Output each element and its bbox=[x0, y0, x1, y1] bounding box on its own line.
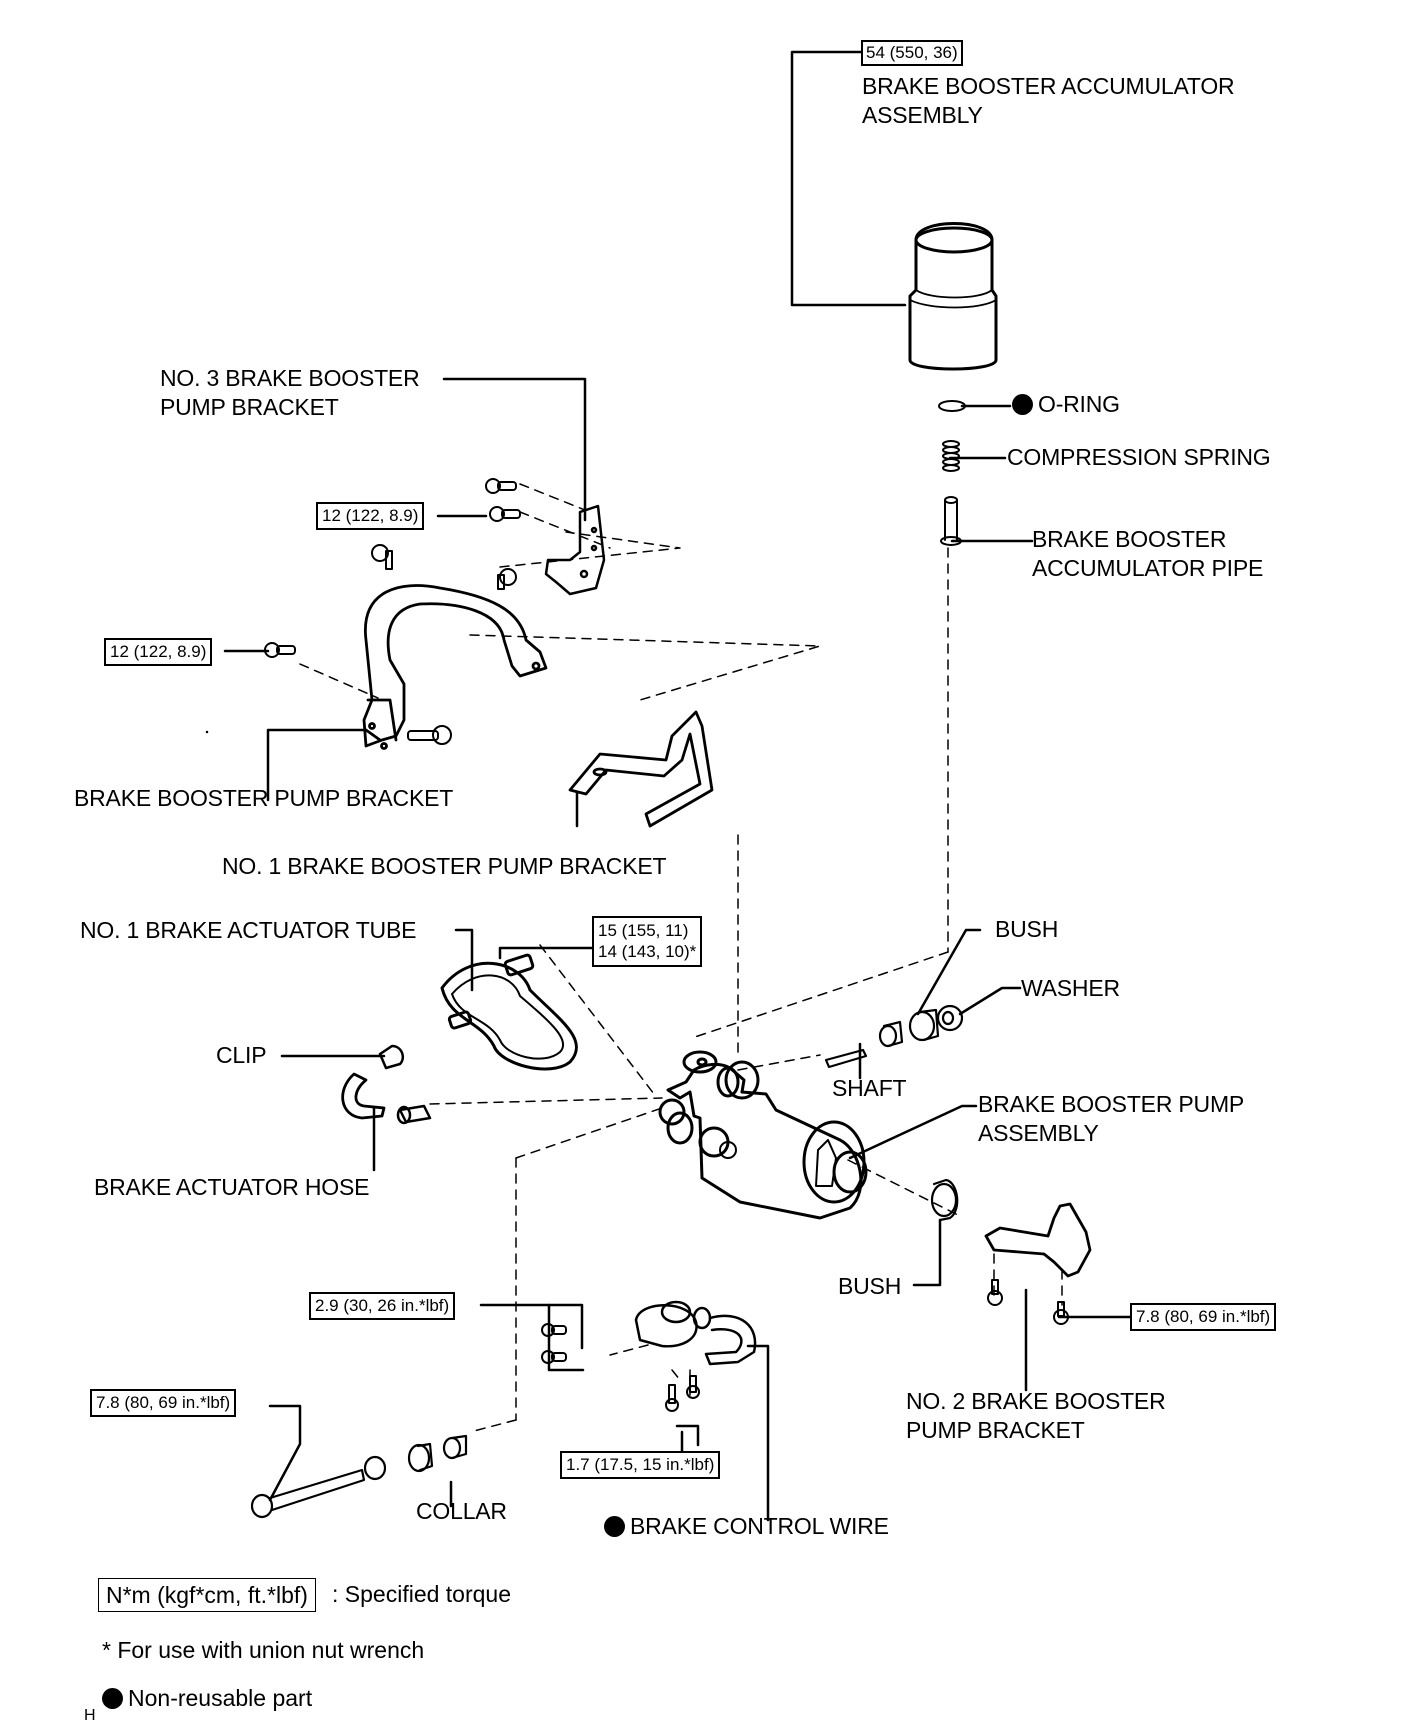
label-pump-bracket: BRAKE BOOSTER PUMP BRACKET bbox=[74, 785, 454, 811]
label-pump-assembly-line1: BRAKE BOOSTER PUMP bbox=[978, 1091, 1245, 1117]
label-no2-bracket-line2: PUMP BRACKET bbox=[906, 1417, 1085, 1443]
label-bush-upper: BUSH bbox=[995, 916, 1059, 942]
accumulator-pipe-drawing bbox=[940, 496, 962, 546]
label-accumulator-pipe-line1: BRAKE BOOSTER bbox=[1032, 526, 1227, 552]
torque-pump-bracket-bolt: 12 (122, 8.9) bbox=[104, 638, 213, 666]
shaft-bush-washer-drawings bbox=[824, 1004, 964, 1222]
actuator-tube-drawing bbox=[440, 953, 578, 1071]
compression-spring-drawing bbox=[942, 440, 960, 472]
long-bolt-collar-drawing bbox=[250, 1434, 468, 1519]
label-control-wire: BRAKE CONTROL WIRE bbox=[604, 1512, 889, 1541]
non-reusable-marker-icon bbox=[102, 1688, 123, 1709]
label-bush-lower: BUSH bbox=[838, 1273, 902, 1299]
label-o-ring: O-RING bbox=[1012, 390, 1120, 419]
label-actuator-hose: BRAKE ACTUATOR HOSE bbox=[94, 1174, 370, 1200]
torque-wire-small-screw: 1.7 (17.5, 15 in.*lbf) bbox=[560, 1451, 721, 1479]
alignment-dashes bbox=[299, 483, 1063, 1433]
no3-bracket-drawing bbox=[544, 504, 606, 596]
label-no1-bracket: NO. 1 BRAKE BOOSTER PUMP BRACKET bbox=[222, 853, 667, 879]
legend-non-reusable: Non-reusable part bbox=[102, 1684, 312, 1712]
accumulator-assembly-drawing bbox=[908, 222, 998, 371]
torque-accumulator: 54 (550, 36) bbox=[861, 40, 963, 66]
clip-drawing bbox=[378, 1044, 432, 1125]
leader-lines bbox=[205, 50, 1133, 1522]
no1-bracket-drawing bbox=[568, 710, 714, 828]
label-pump-assembly-line2: ASSEMBLY bbox=[978, 1120, 1099, 1146]
o-ring-text: O-RING bbox=[1038, 391, 1120, 417]
torque-no2-bracket-bolt: 7.8 (80, 69 in.*lbf) bbox=[1130, 1303, 1277, 1331]
actuator-hose-drawing bbox=[341, 1072, 386, 1120]
label-accumulator-assembly-line1: BRAKE BOOSTER ACCUMULATOR bbox=[862, 73, 1235, 99]
torque-long-bolt: 7.8 (80, 69 in.*lbf) bbox=[90, 1389, 237, 1417]
control-wire-text: BRAKE CONTROL WIRE bbox=[630, 1513, 889, 1539]
no2-bracket-drawing bbox=[984, 1202, 1092, 1278]
legend-torque-desc: : Specified torque bbox=[332, 1581, 512, 1607]
label-accumulator-assembly-line2: ASSEMBLY bbox=[862, 102, 983, 128]
legend-non-reusable-text: Non-reusable part bbox=[128, 1685, 313, 1711]
torque-wire-screw: 2.9 (30, 26 in.*lbf) bbox=[309, 1292, 456, 1320]
label-no3-bracket-line2: PUMP BRACKET bbox=[160, 394, 339, 420]
bolt-drawings bbox=[264, 478, 1069, 1412]
label-shaft: SHAFT bbox=[832, 1075, 907, 1101]
label-accumulator-pipe-line2: ACCUMULATOR PIPE bbox=[1032, 555, 1264, 581]
label-compression-spring: COMPRESSION SPRING bbox=[1007, 444, 1271, 470]
label-no3-bracket-line1: NO. 3 BRAKE BOOSTER bbox=[160, 365, 420, 391]
legend-torque-unit-box: N*m (kgf*cm, ft.*lbf) bbox=[98, 1578, 316, 1612]
label-no2-bracket-line1: NO. 2 BRAKE BOOSTER bbox=[906, 1388, 1166, 1414]
label-no1-actuator-tube: NO. 1 BRAKE ACTUATOR TUBE bbox=[80, 917, 417, 943]
label-clip: CLIP bbox=[216, 1042, 267, 1068]
torque-tube-union: 15 (155, 11) 14 (143, 10)* bbox=[592, 916, 703, 967]
horseshoe-bracket-drawing bbox=[362, 584, 548, 750]
label-washer: WASHER bbox=[1021, 975, 1120, 1001]
pump-assembly-drawing bbox=[658, 1050, 868, 1220]
o-ring-drawing bbox=[938, 400, 966, 412]
control-wire-drawing bbox=[634, 1300, 757, 1366]
figure-code: H bbox=[84, 1707, 96, 1724]
legend-asterisk-note: * For use with union nut wrench bbox=[102, 1637, 425, 1663]
non-reusable-marker-icon bbox=[604, 1516, 625, 1537]
torque-tube-union-line2: 14 (143, 10)* bbox=[598, 942, 697, 961]
label-collar: COLLAR bbox=[416, 1498, 507, 1524]
torque-no3-bracket-bolt: 12 (122, 8.9) bbox=[316, 502, 425, 530]
non-reusable-marker-icon bbox=[1012, 394, 1033, 415]
torque-tube-union-line1: 15 (155, 11) bbox=[598, 921, 689, 940]
